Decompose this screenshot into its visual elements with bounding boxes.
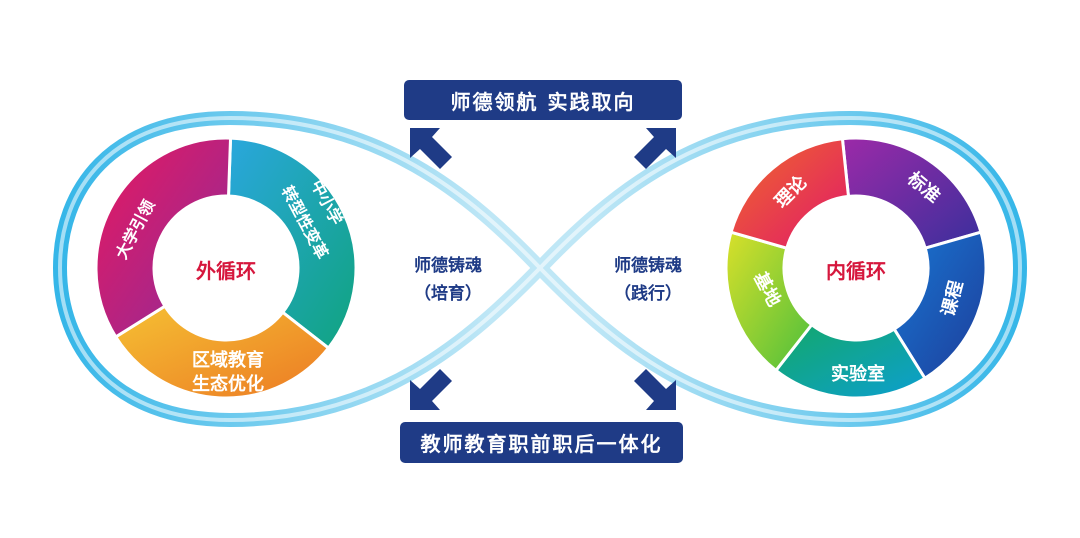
- inner-cycle-center-label: 内循环: [826, 259, 886, 283]
- bottom-banner-text: 教师教育职前职后一体化: [420, 432, 663, 456]
- outer-segment-1: [226, 136, 358, 351]
- arrow-top-left-icon: [410, 128, 452, 169]
- outer-segment-label-2a: 区域教育: [192, 349, 264, 371]
- bottom-banner: 教师教育职前职后一体化: [400, 422, 683, 463]
- middle-left-line2: （培育）: [414, 284, 482, 304]
- inner-segment-1: [840, 136, 983, 251]
- outer-segment-3: [94, 136, 233, 339]
- outer-cycle-center-label: 外循环: [196, 259, 256, 283]
- middle-left-label: 师德铸魂 （培育）: [388, 252, 508, 308]
- arrow-bottom-right-icon: [634, 369, 676, 410]
- middle-right-line2: （践行）: [614, 284, 682, 304]
- middle-right-line1: 师德铸魂: [614, 256, 682, 276]
- inner-segment-5: [729, 137, 851, 251]
- middle-right-label: 师德铸魂 （践行）: [588, 252, 708, 308]
- top-banner-text: 师德领航 实践取向: [450, 89, 636, 114]
- outer-segment-2: [113, 304, 331, 400]
- arrow-bottom-left-icon: [410, 369, 452, 410]
- top-banner: 师德领航 实践取向: [404, 80, 682, 120]
- arrow-top-right-icon: [634, 128, 676, 169]
- outer-cycle-ring: [94, 136, 358, 400]
- outer-segment-label-2b: 生态优化: [192, 373, 264, 395]
- middle-left-line1: 师德铸魂: [414, 256, 482, 276]
- inner-cycle-ring: [724, 136, 988, 400]
- inner-segment-label-3: 实验室: [831, 363, 885, 385]
